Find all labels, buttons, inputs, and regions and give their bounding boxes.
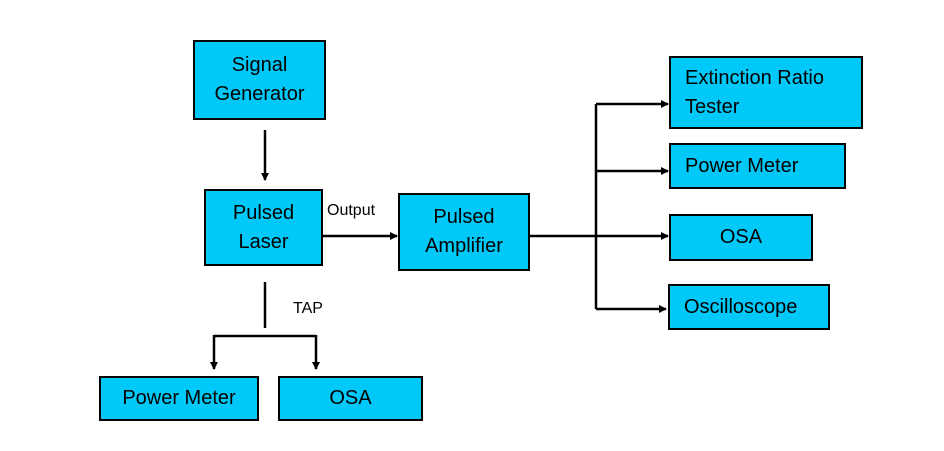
power-meter-right-label: Power Meter [685, 154, 799, 177]
power-meter-bottom-label: Power Meter [122, 387, 236, 409]
oscilloscope-label: Oscilloscope [684, 295, 798, 318]
output-label: Output [327, 202, 376, 219]
pulsed-laser-label: Pulsed Laser [232, 201, 295, 253]
osa-right-block: OSA [669, 214, 813, 261]
osa-bottom-block: OSA [278, 376, 423, 421]
power-meter-bottom-block: Power Meter [99, 376, 259, 421]
signal-generator-block: Signal Generator [193, 40, 326, 120]
tap-label: TAP [293, 300, 323, 317]
pulsed-amplifier-block: Pulsed Amplifier [398, 193, 530, 271]
pulsed-laser-block: Pulsed Laser [204, 189, 323, 266]
oscilloscope-block: Oscilloscope [668, 284, 830, 330]
signal-generator-label: Signal Generator [214, 54, 305, 105]
pulsed-amplifier-label: Pulsed Amplifier [425, 206, 503, 257]
extinction-ratio-tester-block: Extinction Ratio Tester [669, 56, 863, 129]
power-meter-right-block: Power Meter [669, 143, 846, 189]
extinction-ratio-tester-label: Extinction Ratio Tester [685, 66, 824, 118]
osa-bottom-label: OSA [329, 387, 372, 409]
osa-right-label: OSA [719, 226, 763, 248]
